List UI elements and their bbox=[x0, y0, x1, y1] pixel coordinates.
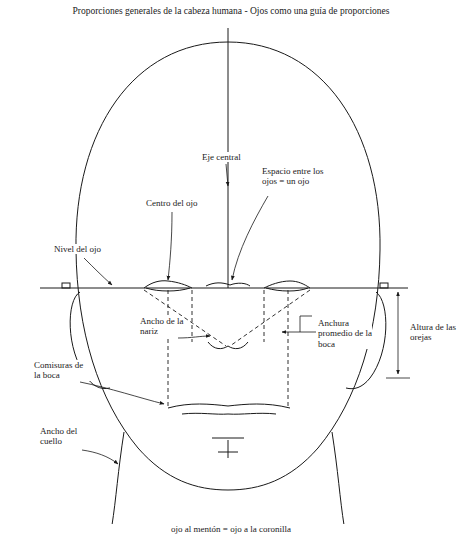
callout-label: Altura de las orejas bbox=[410, 322, 456, 343]
callout-label: Anchura promedio de la boca bbox=[318, 318, 372, 349]
callout-label: Centro del ojo bbox=[146, 198, 208, 208]
callout-label: Nivel del ojo bbox=[54, 244, 116, 254]
callout-label: Ancho de la nariz bbox=[140, 316, 184, 337]
callout-label: Comisuras de la boca bbox=[34, 360, 90, 381]
diagram-caption: ojo al mentón = ojo a la coronilla bbox=[100, 524, 362, 534]
callout-label: Ancho del cuello bbox=[40, 426, 90, 447]
callout-label: Eje central bbox=[202, 152, 256, 162]
diagram-title: Proporciones generales de la cabeza huma… bbox=[10, 6, 452, 17]
callout-label: Espacio entre los ojos = un ojo bbox=[262, 166, 326, 187]
